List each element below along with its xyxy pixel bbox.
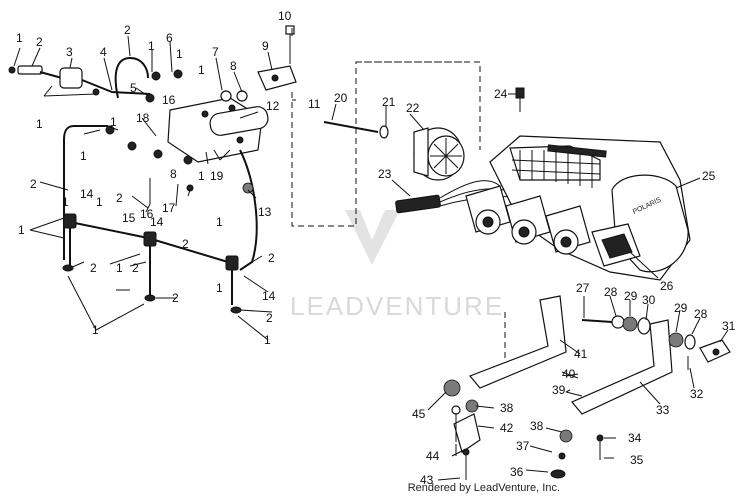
callout-36: 36 — [510, 465, 524, 479]
carburetor-row — [465, 185, 591, 255]
callout-45: 45 — [412, 407, 426, 421]
callout-4: 4 — [100, 45, 107, 59]
callout-2: 2 — [30, 177, 37, 191]
callout-21: 21 — [382, 95, 396, 109]
callout-41: 41 — [574, 347, 588, 361]
callout-27: 27 — [576, 281, 590, 295]
callout-1: 1 — [216, 281, 223, 295]
callout-18: 18 — [136, 111, 150, 125]
watermark: LEADVENTURE — [290, 210, 504, 321]
engine-assembly: POLARIS — [465, 87, 691, 281]
callout-12: 12 — [266, 99, 280, 113]
callout-25: 25 — [702, 169, 716, 183]
callout-1: 1 — [92, 323, 99, 337]
callout-42: 42 — [500, 421, 514, 435]
callout-9: 9 — [262, 39, 269, 53]
callout-1: 1 — [62, 195, 69, 209]
callout-labels: 1 2 3 4 2 1 6 1 5 1 16 7 8 9 10 11 12 1 … — [16, 9, 736, 487]
callout-28: 28 — [694, 307, 708, 321]
callout-1: 1 — [116, 261, 123, 275]
callout-38: 38 — [530, 419, 544, 433]
callout-14: 14 — [80, 187, 94, 201]
callout-22: 22 — [406, 101, 420, 115]
throttle-linkage — [291, 61, 551, 380]
callout-44: 44 — [426, 449, 440, 463]
front-mount-bracket-part — [469, 295, 567, 389]
callout-10: 10 — [278, 9, 292, 23]
callout-2: 2 — [116, 191, 123, 205]
rear-mount-bracket-part — [571, 319, 673, 415]
callout-16: 16 — [140, 207, 154, 221]
engine-mount-assembly — [443, 295, 731, 480]
hose-clamp-part — [17, 65, 43, 75]
callout-8: 8 — [170, 167, 177, 181]
leader-lines — [13, 28, 729, 481]
callout-2: 2 — [182, 237, 189, 251]
callout-23: 23 — [378, 167, 392, 181]
callout-29: 29 — [674, 301, 688, 315]
callout-14: 14 — [150, 215, 164, 229]
callout-32: 32 — [690, 387, 704, 401]
callout-2: 2 — [268, 251, 275, 265]
callout-1: 1 — [18, 223, 25, 237]
callout-15: 15 — [122, 211, 136, 225]
callout-11: 11 — [308, 97, 321, 111]
watermark-text: LEADVENTURE — [290, 291, 504, 321]
callout-1: 1 — [216, 215, 223, 229]
callout-40: 40 — [562, 367, 576, 381]
callout-1: 1 — [198, 169, 205, 183]
callout-1: 1 — [148, 39, 155, 53]
callout-1: 1 — [96, 195, 103, 209]
callout-7: 7 — [212, 45, 219, 59]
callout-38: 38 — [500, 401, 514, 415]
callout-30: 30 — [642, 293, 656, 307]
callout-39: 39 — [552, 383, 566, 397]
callout-1: 1 — [110, 115, 117, 129]
callout-26: 26 — [660, 279, 674, 293]
callout-17: 17 — [162, 201, 176, 215]
callout-1: 1 — [264, 333, 271, 347]
callout-14: 14 — [262, 289, 276, 303]
callout-6: 6 — [166, 31, 173, 45]
tee-fitting-part — [63, 213, 77, 229]
callout-24: 24 — [494, 87, 508, 101]
callout-37: 37 — [516, 439, 530, 453]
callout-28: 28 — [604, 285, 618, 299]
callout-33: 33 — [656, 403, 670, 417]
callout-13: 13 — [258, 205, 272, 219]
callout-2: 2 — [172, 291, 179, 305]
callout-29: 29 — [624, 289, 638, 303]
callout-34: 34 — [628, 431, 642, 445]
callout-2: 2 — [132, 261, 139, 275]
callout-3: 3 — [66, 45, 73, 59]
callout-35: 35 — [630, 453, 644, 467]
callout-1: 1 — [176, 47, 183, 61]
callout-16: 16 — [162, 93, 176, 107]
callout-20: 20 — [334, 91, 348, 105]
callout-5: 5 — [130, 81, 137, 95]
callout-1: 1 — [198, 63, 205, 77]
callout-1: 1 — [80, 149, 87, 163]
callout-43: 43 — [420, 473, 434, 487]
callout-2: 2 — [90, 261, 97, 275]
callout-2: 2 — [36, 35, 43, 49]
callout-1: 1 — [36, 117, 43, 131]
callout-2: 2 — [266, 311, 273, 325]
callout-8: 8 — [230, 59, 237, 73]
callout-2: 2 — [124, 23, 131, 37]
throttle-cable-part — [395, 194, 441, 214]
fuel-filter-part — [59, 67, 83, 89]
callout-31: 31 — [722, 319, 736, 333]
callout-19: 19 — [210, 169, 224, 183]
render-credit: Rendered by LeadVenture, Inc. — [407, 482, 560, 494]
callout-1: 1 — [16, 31, 23, 45]
